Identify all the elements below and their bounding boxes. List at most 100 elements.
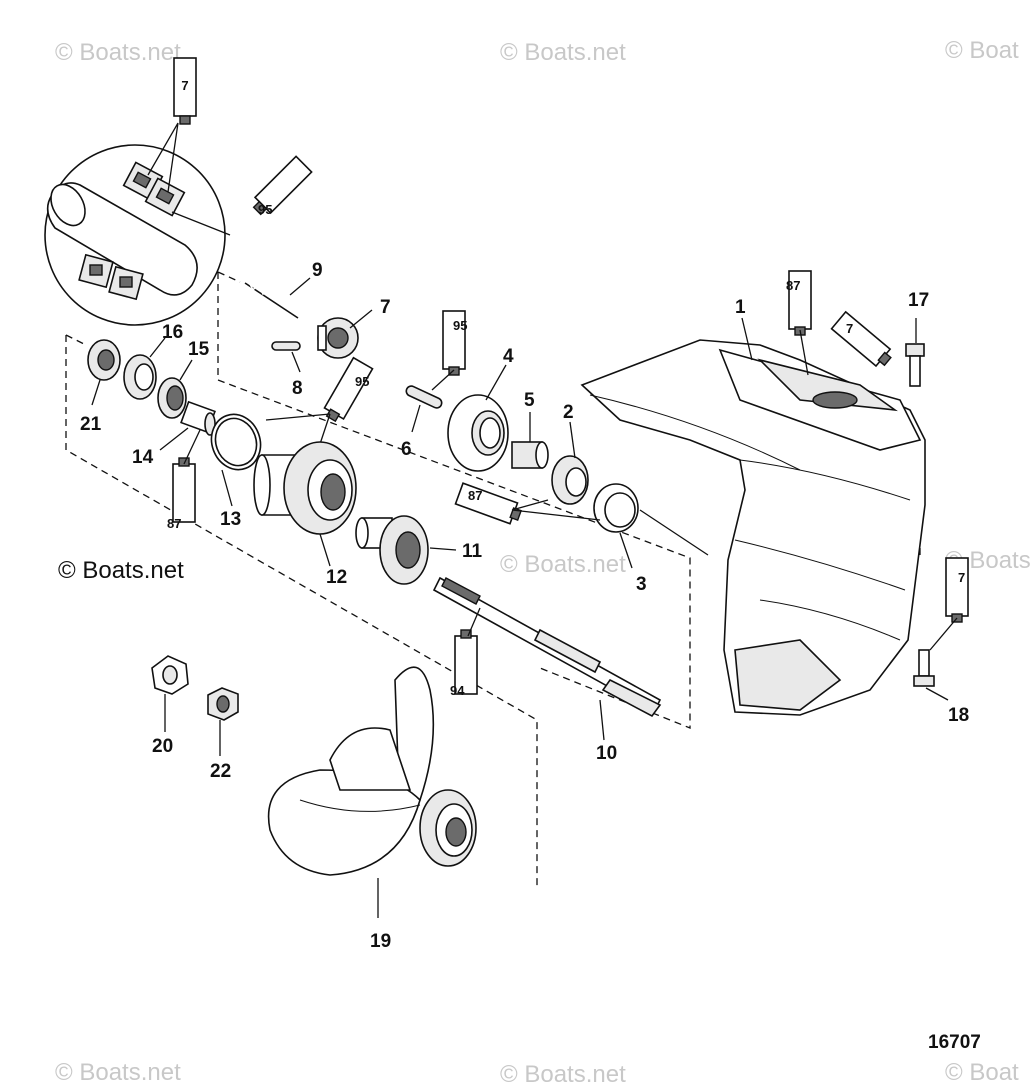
part-10-propeller-shaft — [432, 576, 662, 718]
leader-tube-95-center — [431, 369, 455, 391]
coupler-detail-top — [122, 161, 186, 217]
tube-label-95-detail: 95 — [258, 202, 272, 217]
sealant-tube-87-bearing — [454, 482, 523, 525]
callout-7: 7 — [380, 297, 391, 318]
callout-3: 3 — [636, 574, 647, 595]
part-6-pin — [405, 385, 443, 409]
part-5-bushing — [511, 441, 549, 469]
callout-17: 17 — [908, 290, 929, 311]
leader-13 — [221, 469, 233, 507]
callout-14: 14 — [132, 447, 154, 468]
assembly-dashed-line-lower — [65, 335, 538, 886]
sealant-tube-7-top — [830, 310, 892, 368]
leader-3 — [619, 509, 709, 569]
part-18-bolt — [913, 649, 935, 687]
watermark-bottom-right: © Boat — [945, 1059, 1019, 1086]
callout-2: 2 — [563, 402, 574, 423]
leader-16 — [149, 337, 166, 358]
tube-label-95-gear: 95 — [355, 374, 369, 389]
watermark-mid-center: © Boats.net — [500, 551, 626, 578]
assembly-dashed-stub-2 — [65, 334, 87, 346]
figure-number: 16707 — [928, 1032, 981, 1053]
part-15-bearing — [157, 377, 187, 419]
leader-tube-94-shaft — [467, 607, 481, 637]
part-8-pin — [271, 341, 301, 351]
leader-6 — [411, 404, 421, 433]
part-2-tapered-bearing — [551, 455, 589, 505]
leader-11 — [429, 547, 457, 551]
part-7-clutch — [317, 317, 359, 359]
watermark-bottom-left: © Boats.net — [55, 1059, 181, 1086]
callout-1: 1 — [735, 297, 746, 318]
leader-21 — [91, 379, 101, 406]
callout-18: 18 — [948, 705, 969, 726]
part-19-propeller — [267, 666, 477, 876]
callout-9: 9 — [312, 260, 323, 281]
sealant-tube-7-detail-top: 7 — [173, 57, 197, 125]
leader-4 — [485, 364, 507, 401]
callout-19: 19 — [370, 931, 391, 952]
callout-8: 8 — [292, 378, 303, 399]
assembly-dashed-stub — [217, 271, 241, 283]
part-11-forward-gear — [355, 515, 429, 585]
callout-10: 10 — [596, 743, 617, 764]
leader-tube-87-left — [183, 429, 201, 465]
callout-5: 5 — [524, 390, 535, 411]
leader-9 — [289, 277, 311, 296]
leader-tube-87-top — [799, 329, 809, 376]
part-12-bearing-carrier-assembly — [253, 441, 357, 535]
assembly-dashed-line-upper — [217, 272, 691, 729]
leader-10 — [599, 699, 605, 741]
part-17-bolt — [905, 343, 925, 387]
part-20-nut — [151, 655, 189, 695]
leader-tube-95-detail — [171, 211, 231, 236]
part-21-washer — [87, 339, 121, 381]
sealant-tube-94-shaft — [454, 629, 478, 695]
leader-18 — [925, 687, 949, 701]
callout-6: 6 — [401, 439, 412, 460]
callout-13: 13 — [220, 509, 241, 530]
leader-tube-7-right — [929, 617, 958, 651]
tube-label-94-shaft: 94 — [450, 683, 465, 698]
leader-1 — [741, 317, 753, 361]
detail-circle — [44, 144, 226, 326]
part-1-gear-housing — [580, 339, 926, 716]
part-9-spring — [244, 279, 299, 319]
callout-20: 20 — [152, 736, 173, 757]
callout-4: 4 — [503, 346, 514, 367]
callout-12: 12 — [326, 567, 347, 588]
callout-21: 21 — [80, 414, 102, 435]
leader-tube-87-bearing — [511, 499, 601, 521]
callout-22: 22 — [210, 761, 231, 782]
leader-7-clutch — [349, 309, 373, 329]
part-3-bearing-race — [593, 483, 639, 533]
sealant-tube-7-right — [945, 557, 969, 623]
tube-label-87-top: 87 — [786, 278, 800, 293]
leader-2 — [569, 421, 576, 459]
watermark-top-center: © Boats.net — [500, 39, 626, 66]
tube-label-7-right: 7 — [958, 570, 965, 585]
tube-label-87-bearing: 87 — [468, 488, 482, 503]
part-16-seal — [123, 354, 157, 400]
sealant-tube-95-gear — [323, 356, 374, 423]
callout-11: 11 — [462, 541, 483, 562]
watermark-top-right: © Boat — [945, 37, 1019, 64]
tube-label-7-detail: 7 — [181, 78, 188, 93]
callout-15: 15 — [188, 339, 210, 360]
sealant-tube-87-left — [172, 457, 196, 523]
coupler-detail-bottom — [78, 253, 144, 301]
callout-16: 16 — [162, 322, 183, 343]
leader-8 — [291, 351, 301, 373]
part-4-bearing-carrier — [447, 394, 509, 472]
leader-tube-7-detail — [147, 122, 179, 193]
leader-14 — [159, 427, 189, 451]
sealant-tube-95-detail — [252, 155, 313, 216]
watermark-mid-left: © Boats.net — [58, 557, 184, 584]
watermark-bottom-center: © Boats.net — [500, 1061, 626, 1088]
leader-15 — [179, 359, 193, 381]
tube-label-7-top: 7 — [846, 321, 853, 336]
leader-12 — [319, 533, 331, 567]
part-22-locknut — [207, 687, 239, 721]
tube-label-95-center: 95 — [453, 318, 467, 333]
